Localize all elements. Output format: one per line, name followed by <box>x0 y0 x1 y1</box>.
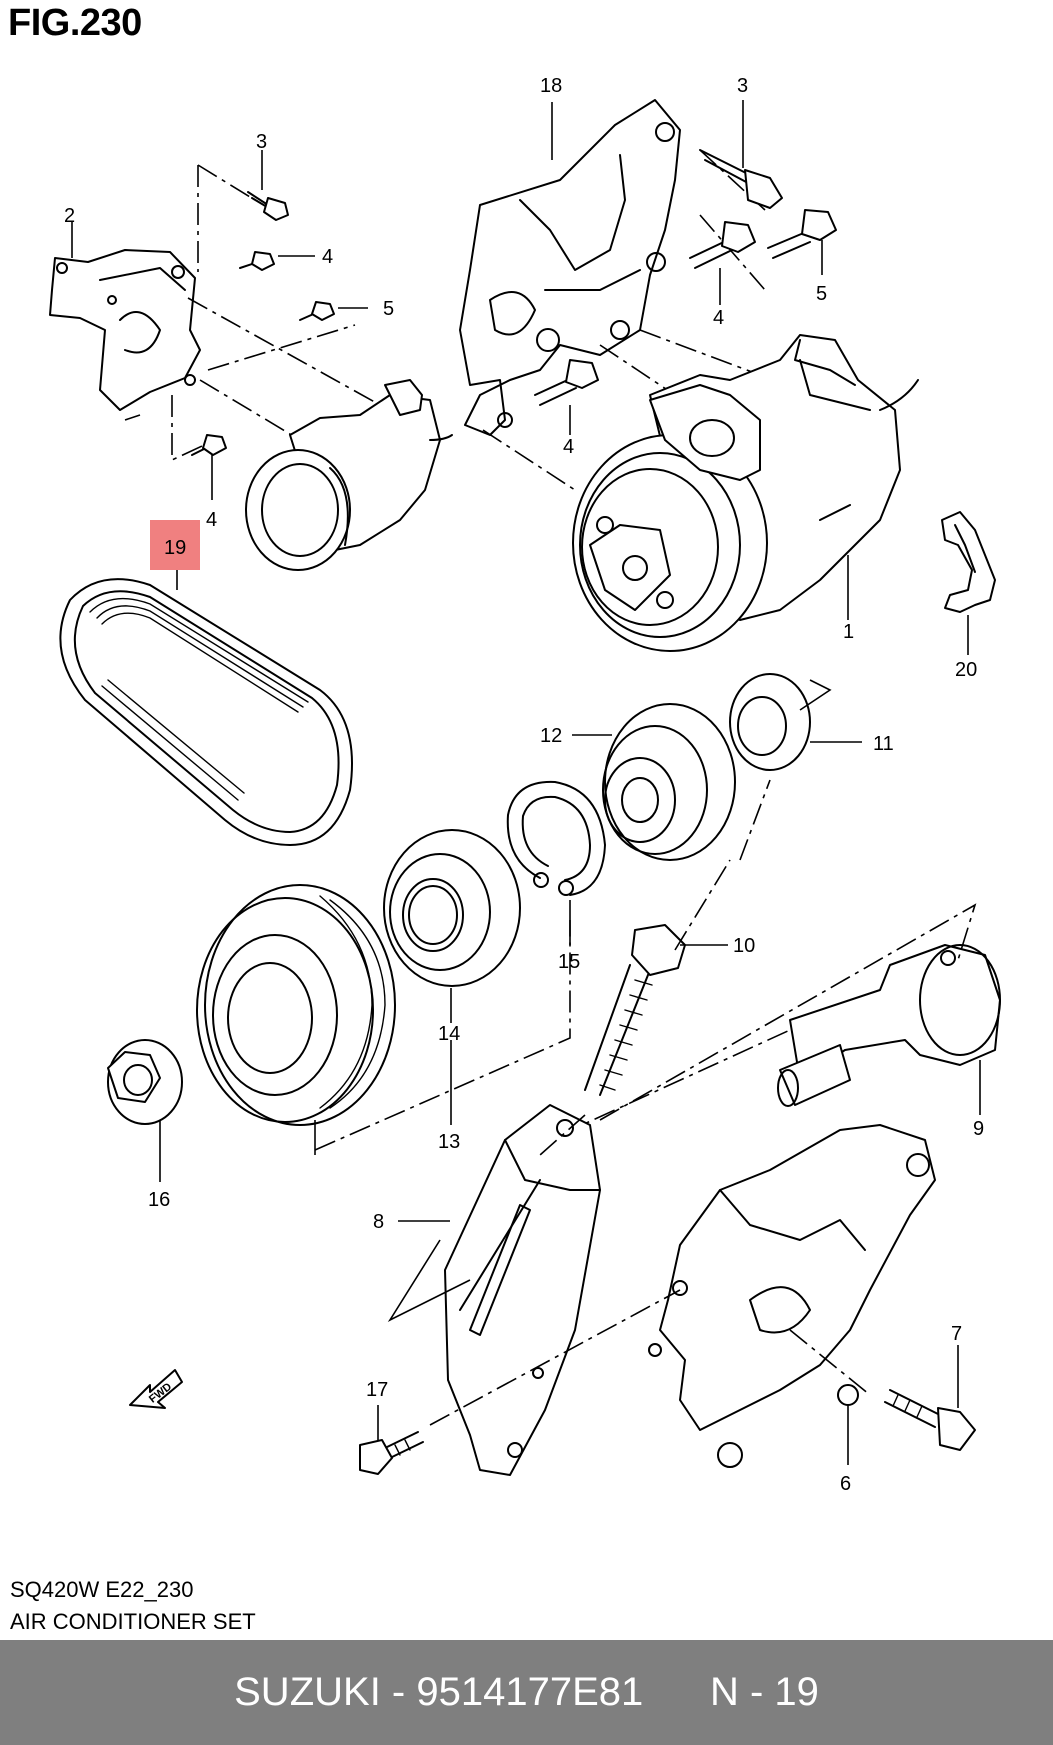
bolt-4-large-a[interactable] <box>689 221 756 269</box>
part-13-pulley[interactable] <box>196 884 396 1126</box>
callout-9: 9 <box>973 1118 984 1140</box>
callout-10: 10 <box>733 935 755 957</box>
exploded-parts-diagram: FWD 1 2 3 3 4 4 4 4 5 5 6 7 8 9 10 11 12… <box>49 75 1001 1495</box>
callout-14: 14 <box>438 1023 460 1045</box>
callout-5-small: 5 <box>383 298 394 320</box>
callout-3-small: 3 <box>256 131 267 153</box>
footer-part-number: SUZUKI - 9514177E81 <box>234 1670 644 1714</box>
callout-11: 11 <box>873 733 894 755</box>
callout-5-large: 5 <box>816 283 827 305</box>
part-15-snap-ring[interactable] <box>506 780 606 896</box>
callout-1: 1 <box>843 621 854 643</box>
callout-3-large: 3 <box>737 75 748 97</box>
part-20-clip[interactable] <box>941 511 996 613</box>
part-14-bearing[interactable] <box>383 829 521 987</box>
diagram-code: SQ420W E22_230 <box>10 1577 194 1602</box>
small-compressor[interactable] <box>245 379 453 571</box>
part-6-mount-bracket[interactable] <box>648 1124 936 1468</box>
callout-12: 12 <box>540 725 562 747</box>
part-7-bolt[interactable] <box>884 1389 976 1451</box>
callout-19: 19 <box>164 537 186 559</box>
part-17-bolt[interactable] <box>359 1431 424 1475</box>
callout-16: 16 <box>148 1189 170 1211</box>
part-9-idler-shaft[interactable] <box>777 944 1001 1107</box>
callout-4-small-b: 4 <box>206 509 217 531</box>
footer-spacer <box>643 1670 710 1715</box>
callout-4-large-b: 4 <box>563 436 574 458</box>
part-18-large-bracket[interactable] <box>459 99 681 436</box>
part-1-main-compressor[interactable] <box>572 334 919 652</box>
highlight-box-19 <box>150 520 200 570</box>
part-8-plate[interactable] <box>444 1104 601 1476</box>
bolt-5-small[interactable] <box>299 301 335 321</box>
callout-15: 15 <box>558 951 580 973</box>
bolt-4-small-a[interactable] <box>239 251 275 271</box>
part-16-nut[interactable] <box>107 1039 183 1125</box>
bolt-4-small-b[interactable] <box>191 434 227 456</box>
footer-bar: SUZUKI - 9514177E81 N - 19 <box>0 1640 1053 1745</box>
part-10-bolt[interactable] <box>584 924 686 1096</box>
callout-6: 6 <box>840 1473 851 1495</box>
bolt-3-large[interactable] <box>699 149 783 209</box>
callout-4-small-a: 4 <box>322 246 333 268</box>
bolt-4-large-b[interactable] <box>534 359 599 406</box>
bolt-5-large[interactable] <box>767 209 837 259</box>
callout-8: 8 <box>373 1211 384 1233</box>
callout-18: 18 <box>540 75 562 97</box>
footer-page-ref: N - 19 <box>709 1670 819 1714</box>
part-2-bracket[interactable] <box>49 249 201 411</box>
callout-4-large-a: 4 <box>713 307 724 329</box>
part-12-pulley-hub[interactable] <box>602 703 736 861</box>
part-11-seal[interactable] <box>729 673 811 771</box>
callout-17: 17 <box>366 1379 388 1401</box>
callout-2: 2 <box>64 205 75 227</box>
figure-title: FIG.230 <box>8 2 142 44</box>
bolt-3-small[interactable] <box>247 191 289 221</box>
part-19-v-belt[interactable] <box>59 578 353 846</box>
fwd-arrow-icon: FWD <box>129 1369 183 1409</box>
callout-13: 13 <box>438 1131 460 1153</box>
callout-7: 7 <box>951 1323 962 1345</box>
callout-20: 20 <box>955 659 977 681</box>
diagram-set-name: AIR CONDITIONER SET <box>10 1609 256 1634</box>
